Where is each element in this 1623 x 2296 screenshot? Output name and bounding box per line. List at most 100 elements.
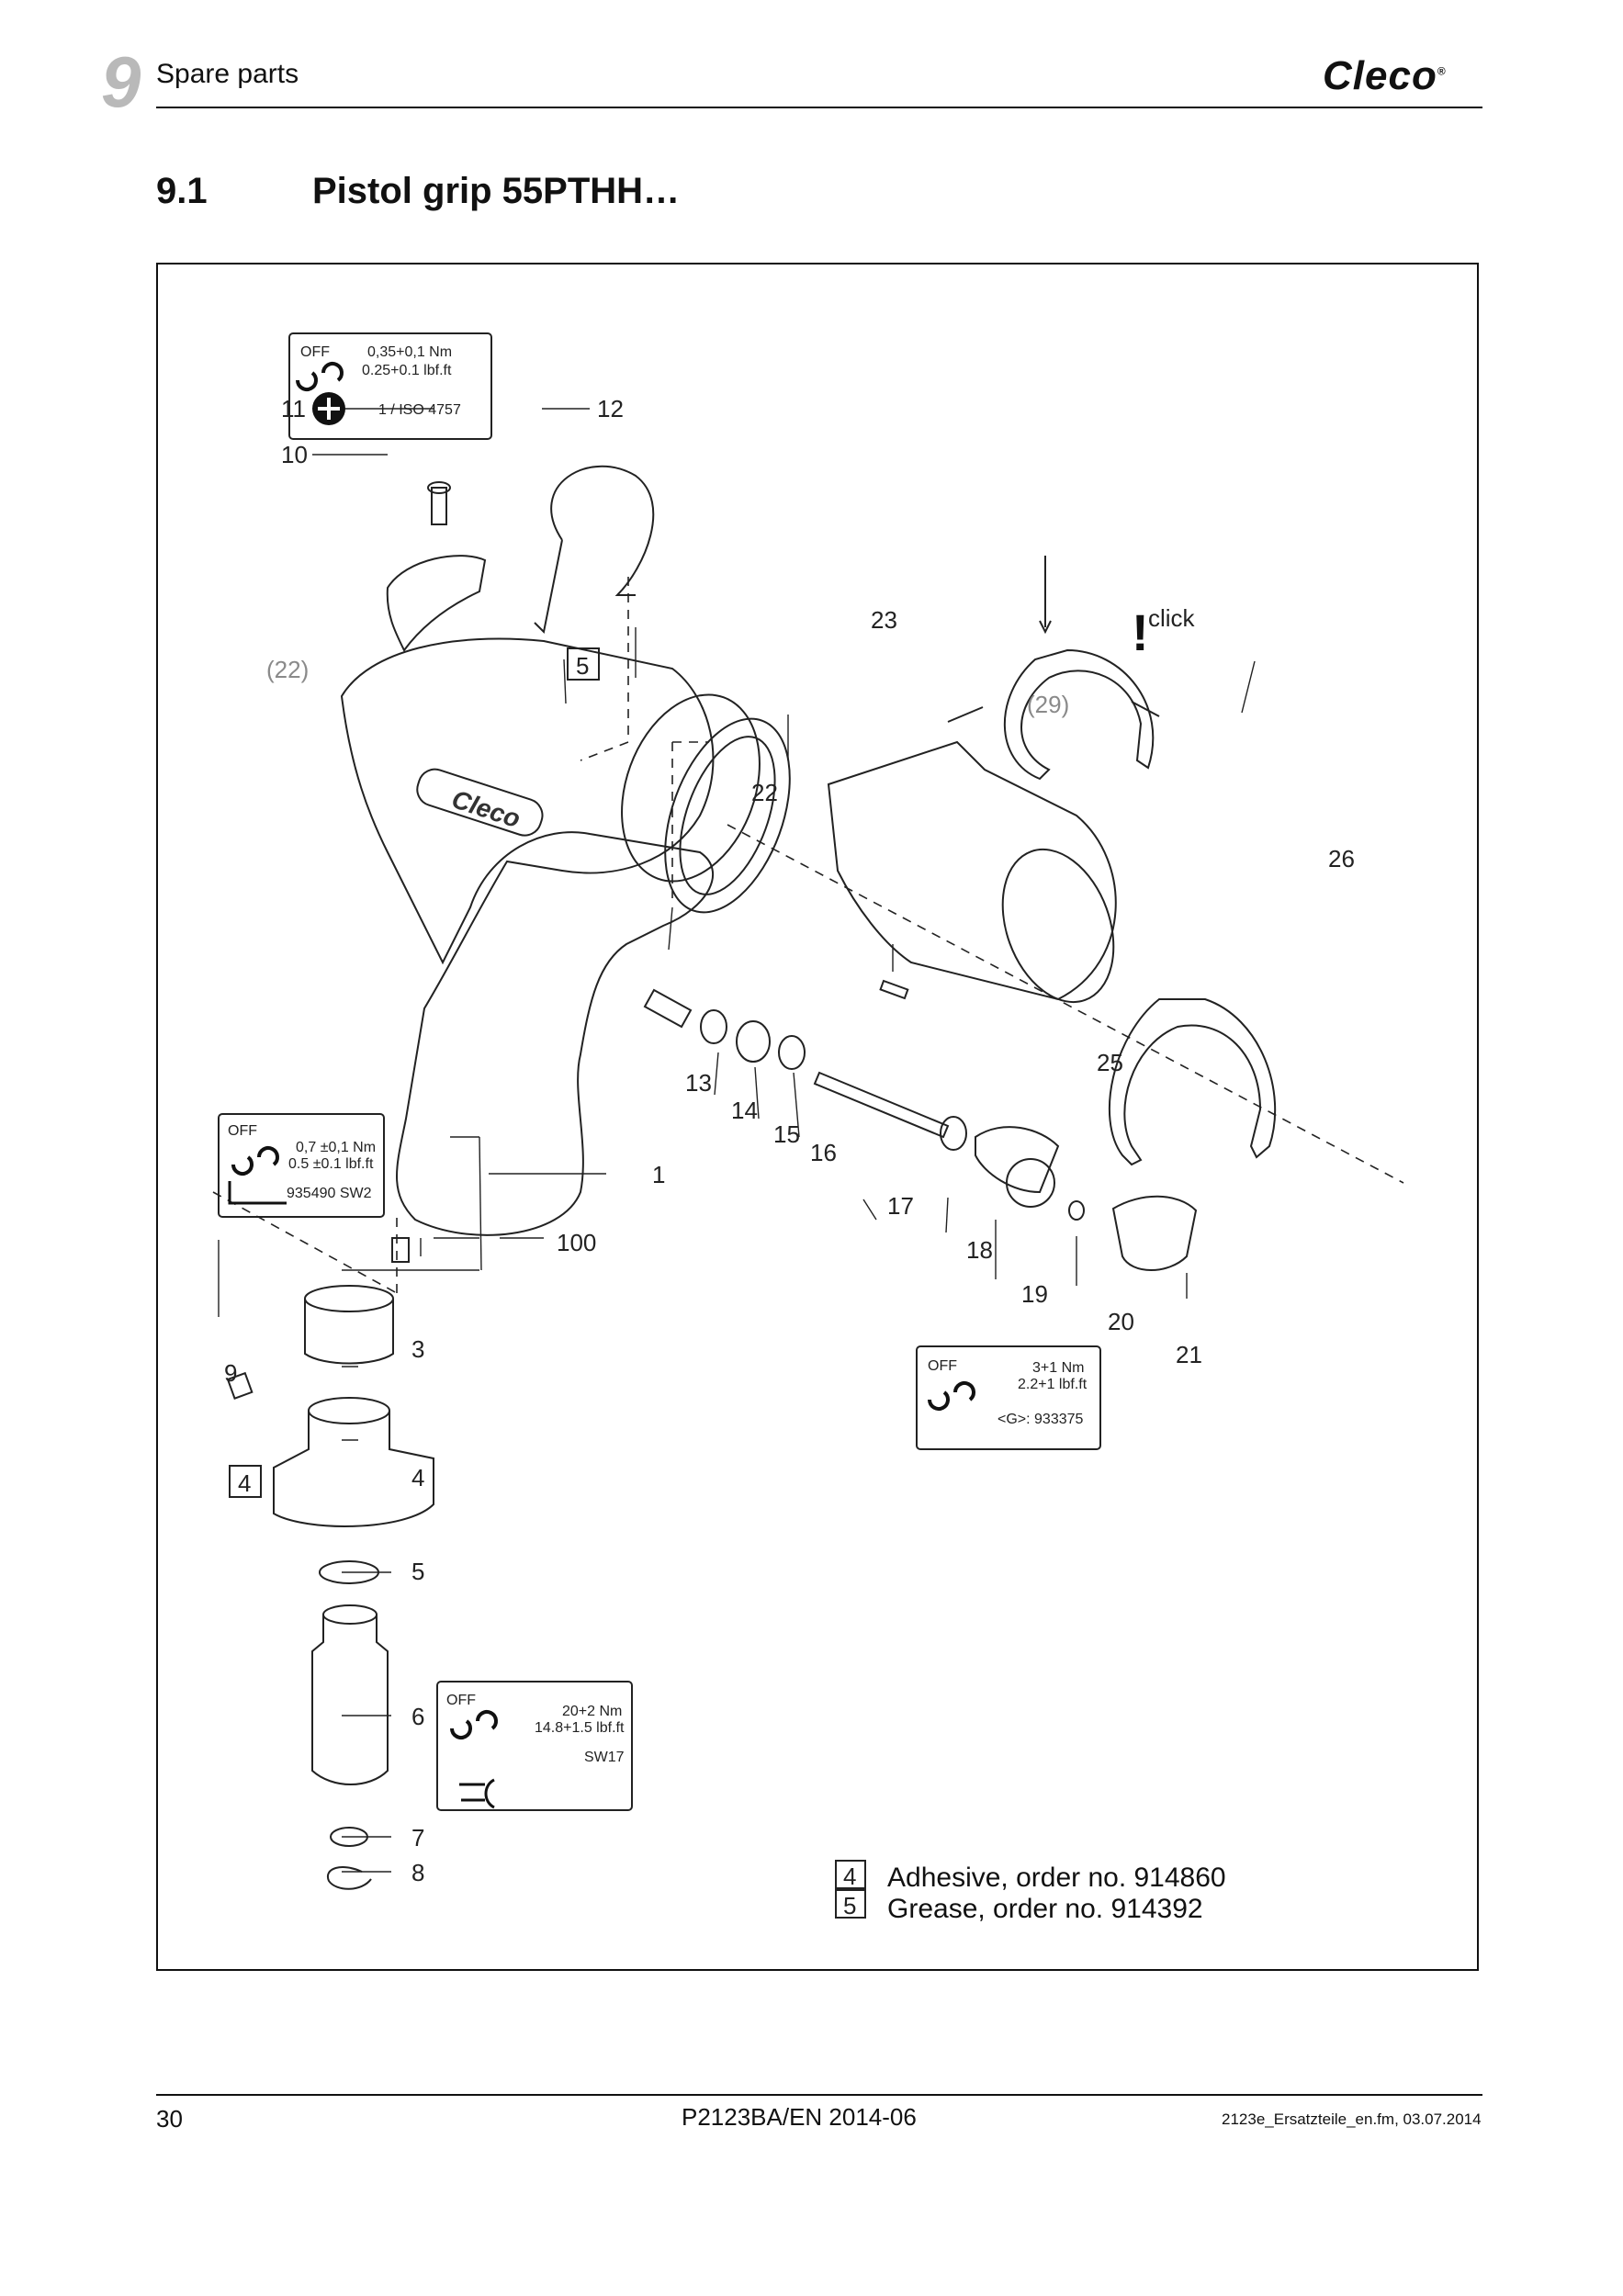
callout-8: 8: [411, 1859, 424, 1886]
spring-13: [643, 988, 693, 1029]
leader-22: [563, 658, 567, 704]
box9-line2: 0.5 ±0.1 lbf.ft: [288, 1156, 374, 1172]
callout-16: 16: [810, 1139, 837, 1166]
circlip-8: [326, 1866, 372, 1890]
callout-10: 10: [281, 441, 308, 468]
trigger-21: [1111, 1195, 1198, 1271]
rotation-arrows-icon: [231, 362, 975, 1739]
callout-14: 14: [731, 1097, 758, 1124]
circlip-26: [1108, 998, 1277, 1166]
callout-21: 21: [1176, 1341, 1202, 1368]
clip-12: [534, 465, 655, 635]
box19-line2: 2.2+1 lbf.ft: [1018, 1377, 1088, 1392]
box19-line3: <G>: 933375: [997, 1412, 1084, 1427]
callout-29-ref: (29): [1027, 691, 1069, 718]
section-title: Pistol grip 55PTHH…: [312, 171, 681, 211]
callout-11: 11: [281, 395, 306, 422]
callout-7: 7: [411, 1824, 424, 1851]
callout-100: 100: [557, 1229, 596, 1256]
o-ring-18: [940, 1116, 967, 1151]
callout-1: 1: [652, 1161, 665, 1188]
o-ring-14: [700, 1009, 727, 1044]
phillips-cross-icon: [318, 398, 340, 420]
legend-marker-5: 5: [843, 1892, 856, 1919]
screw-11: [427, 481, 451, 525]
box11-line2: 0.25+0.1 lbf.ft: [362, 363, 452, 378]
callout-25: 25: [1097, 1049, 1123, 1076]
hex-key-icon: [228, 1181, 287, 1205]
chapter-title: Spare parts: [156, 59, 299, 89]
sleeve-3: [304, 1299, 394, 1365]
bracket-1: [479, 1136, 482, 1271]
callout-18: 18: [966, 1236, 993, 1264]
torque-box-6: [436, 1681, 633, 1811]
exploded-view-drawing: OFF 0,35+0,1 Nm 0.25+0.1 lbf.ft 1 / ISO …: [212, 332, 1404, 1924]
callout-4: 4: [411, 1464, 424, 1491]
set-screw-9: [226, 1371, 254, 1400]
grease-marker-label: 5: [576, 652, 589, 680]
o-ring-20: [1068, 1200, 1085, 1221]
tool-logo-text: Cleco: [448, 784, 524, 833]
valve-seat-19: [975, 1126, 1060, 1194]
chapter-number: 9: [101, 41, 141, 122]
box6-line1: 20+2 Nm: [562, 1704, 622, 1719]
part-4-top: [308, 1397, 390, 1424]
o-ring-16: [778, 1035, 806, 1070]
callout-13: 13: [685, 1069, 712, 1097]
motor-29: [827, 740, 1117, 1001]
callout-26: 26: [1328, 845, 1355, 872]
box9-off: OFF: [228, 1123, 257, 1139]
section-number: 9.1: [156, 171, 208, 211]
adhesive-marker-label: 4: [238, 1469, 251, 1497]
box6-line3: SW17: [584, 1750, 625, 1765]
callout-15: 15: [773, 1120, 800, 1148]
box9-line3: 935490 SW2: [287, 1186, 372, 1201]
callout-9: 9: [224, 1359, 237, 1387]
click-exclamation-icon: !: [1132, 603, 1149, 661]
torque-box-11: [288, 332, 492, 440]
plug-100: [391, 1237, 410, 1263]
box11-off: OFF: [300, 344, 330, 360]
brand-logo-text: Cleco: [1323, 53, 1437, 98]
part-4: [273, 1411, 434, 1527]
callout-19: 19: [1021, 1280, 1048, 1308]
legend-marker-4-box: [835, 1860, 866, 1889]
callout-20: 20: [1108, 1308, 1134, 1335]
valve-15: [736, 1020, 771, 1063]
callout-22: 22: [751, 779, 778, 806]
document-id: P2123BA/EN 2014-06: [682, 2103, 917, 2131]
callout-23: 23: [871, 606, 897, 634]
cover-10: [386, 555, 487, 652]
valve-stem-17: [813, 1071, 950, 1139]
o-ring-23: [621, 693, 761, 883]
legend-adhesive: Adhesive, order no. 914860: [887, 1863, 1226, 1893]
file-reference: 2123e_Ersatzteile_en.fm, 03.07.2014: [1222, 2110, 1482, 2128]
box11-line3: 1 / ISO 4757: [378, 402, 461, 418]
callout-3: 3: [411, 1335, 424, 1363]
callout-17: 17: [887, 1192, 914, 1220]
leader-26: [1241, 660, 1256, 714]
registered-mark: ®: [1437, 64, 1447, 78]
box19-line1: 3+1 Nm: [1032, 1360, 1084, 1376]
box6-off: OFF: [446, 1693, 476, 1708]
callout-12: 12: [597, 395, 624, 422]
callout-5: 5: [411, 1558, 424, 1585]
box11-line1: 0,35+0,1 Nm: [367, 344, 452, 360]
header-rule: [156, 107, 1482, 108]
circlip-detail: [1003, 648, 1155, 781]
legend-grease: Grease, order no. 914392: [887, 1894, 1203, 1924]
open-wrench-icon: [459, 1778, 495, 1809]
legend-marker-4: 4: [843, 1863, 856, 1890]
page-number: 30: [156, 2105, 183, 2133]
housing-1: [340, 637, 791, 1236]
exploded-view-figure: OFF 0,35+0,1 Nm 0.25+0.1 lbf.ft 1 / ISO …: [156, 263, 1479, 1971]
tool-logo-plate: [416, 768, 544, 837]
box6-line2: 14.8+1.5 lbf.ft: [535, 1720, 625, 1736]
legend-marker-5-box: [835, 1889, 866, 1919]
footer-rule: [156, 2094, 1482, 2096]
callout-6: 6: [411, 1703, 424, 1730]
box19-off: OFF: [928, 1358, 957, 1374]
brand-logo: Cleco®: [1323, 53, 1447, 99]
click-note: click: [1148, 604, 1196, 632]
torque-box-9: [218, 1113, 385, 1218]
